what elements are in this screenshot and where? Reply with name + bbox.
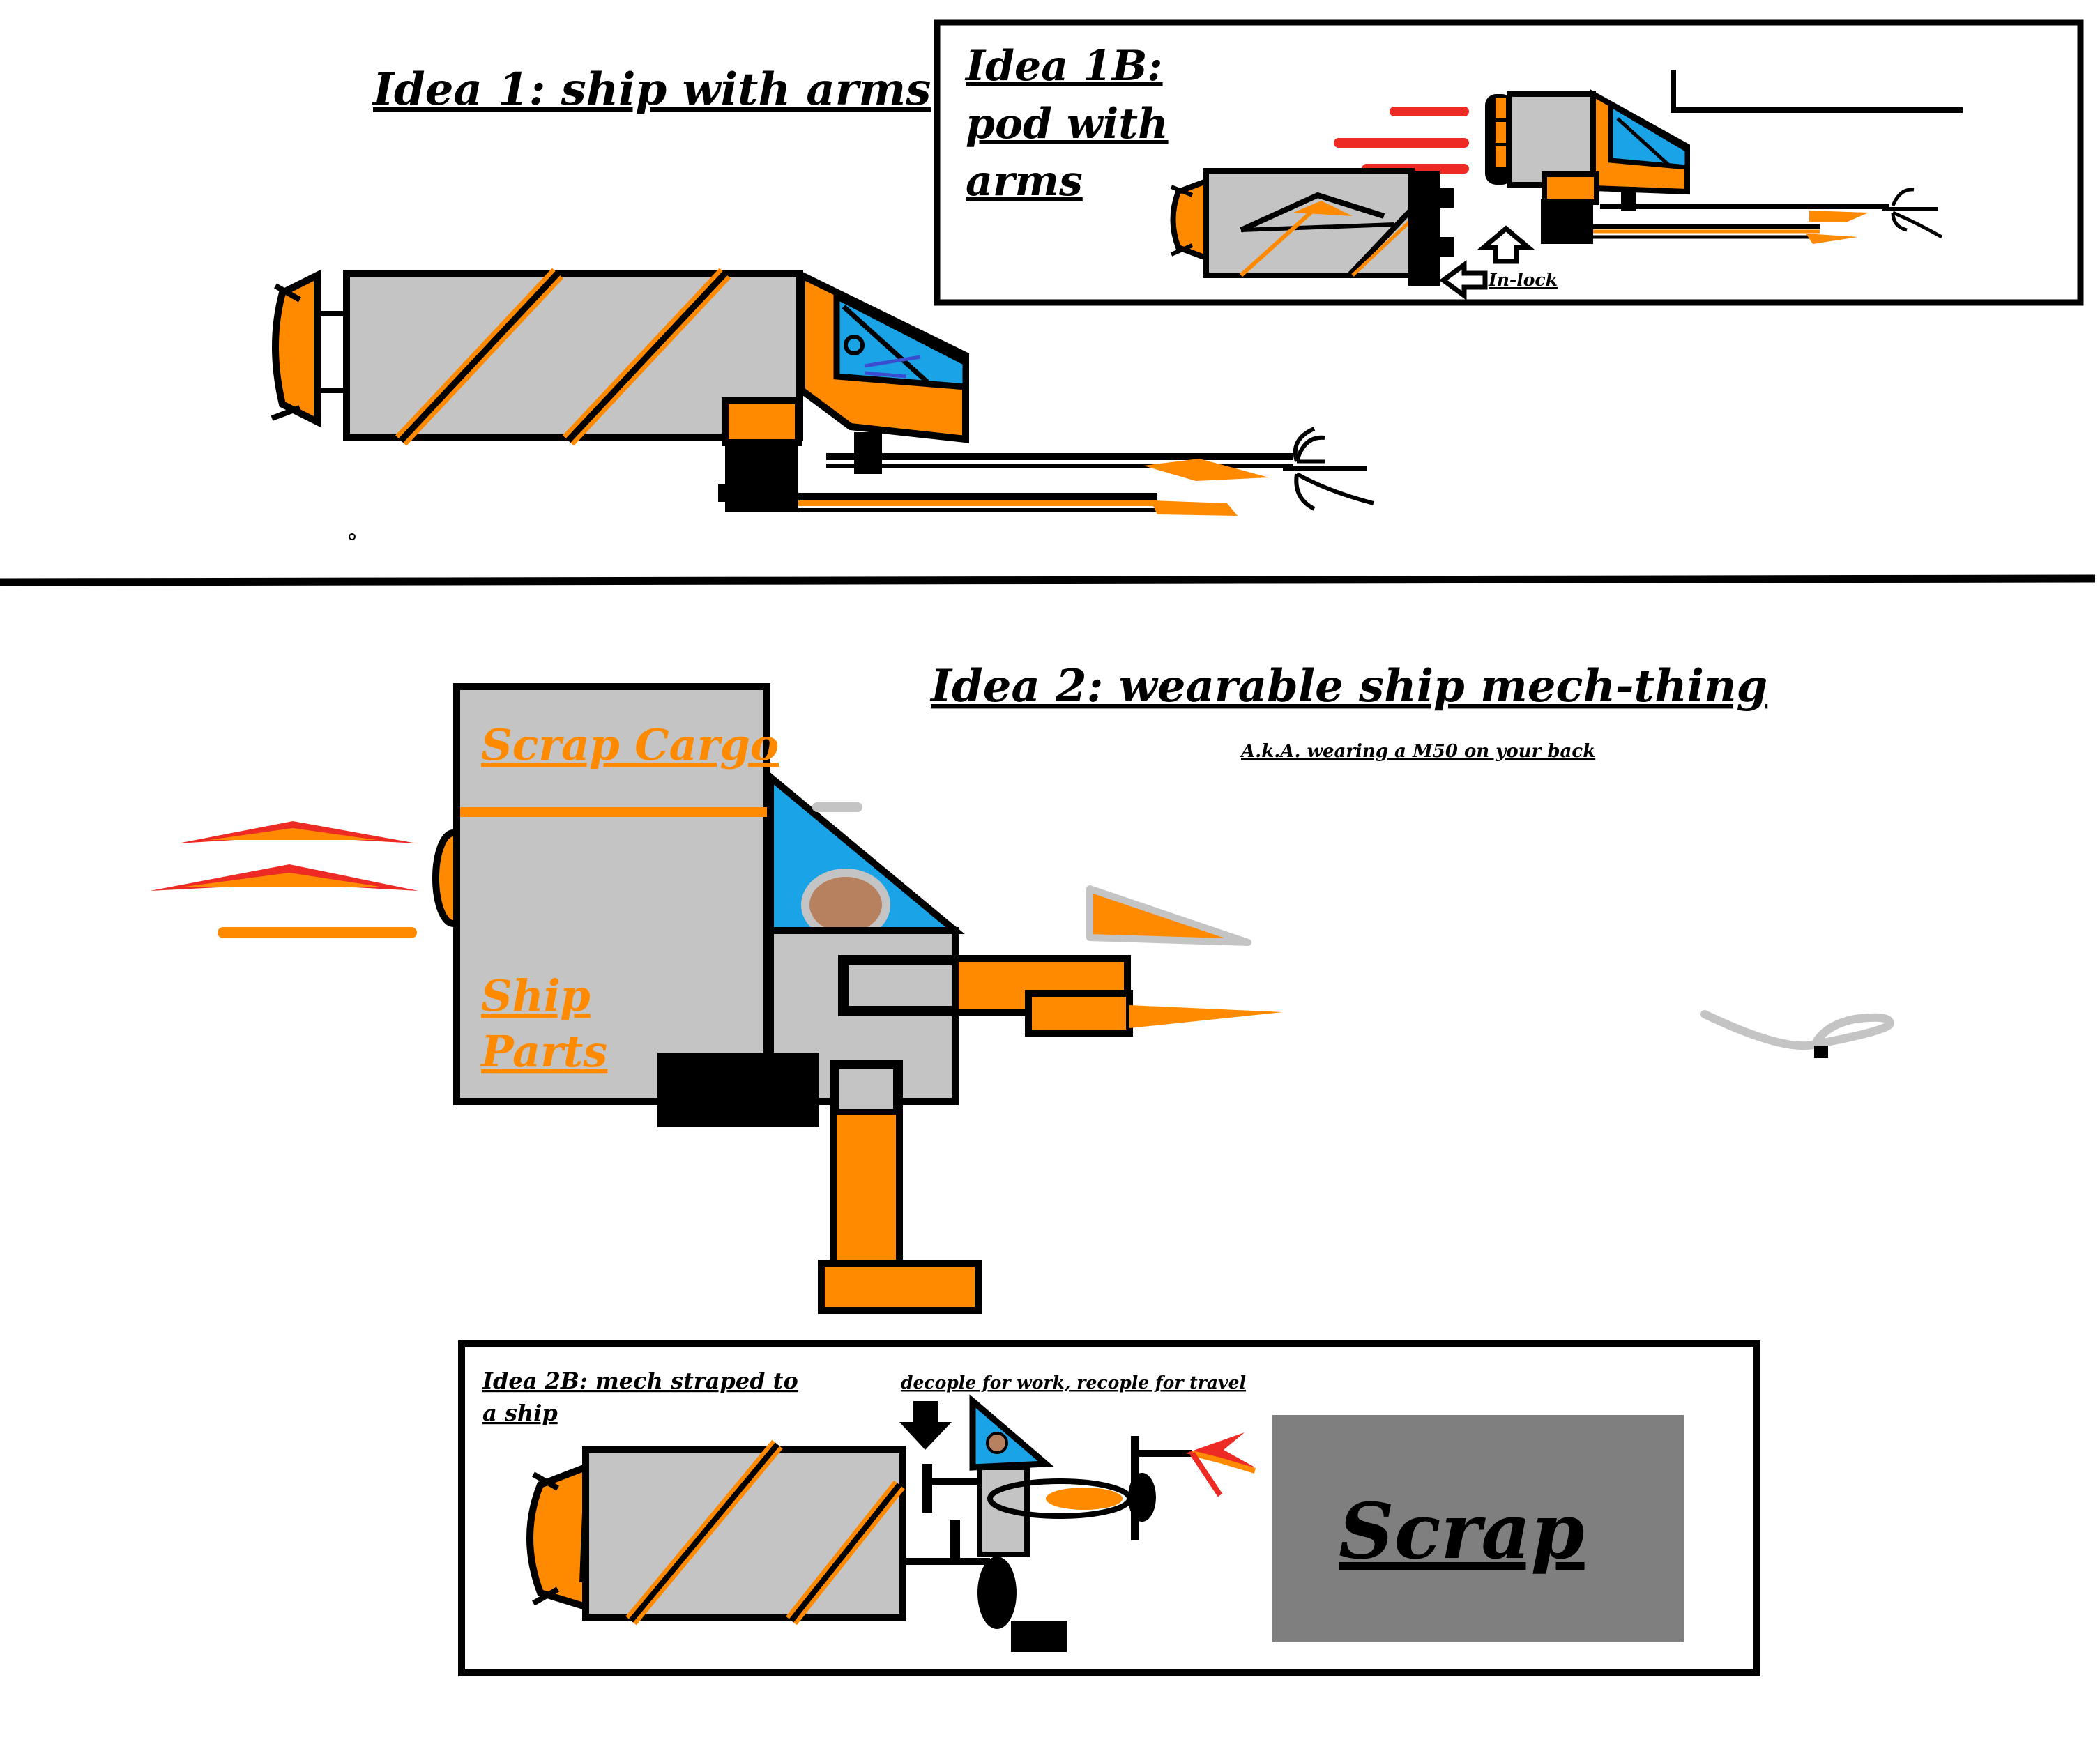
idea2b-section: Idea 2B: mech straped to a ship decople …: [458, 1340, 1760, 1676]
idea1b-pod-engine: [1170, 177, 1209, 262]
idea2-parts-label-line2: Parts: [480, 1026, 607, 1077]
up-arrow-icon: [1477, 225, 1535, 264]
down-arrow-icon: [899, 1401, 952, 1450]
idea2-section: Idea 2: wearable ship mech-thing A.k.A. …: [150, 660, 1894, 1314]
idea1-arm-module: [722, 397, 802, 446]
idea2b-scrap-label: Scrap: [1339, 1486, 1585, 1576]
idea1-canopy: [833, 291, 969, 390]
idea1b-title-line3: arms: [966, 157, 1083, 206]
idea2-cargo-label: Scrap Cargo: [481, 719, 779, 770]
idea1b-pod: [1170, 168, 1454, 286]
idea2-thruster-flames: [150, 821, 418, 938]
idea2-title: Idea 2: wearable ship mech-thing: [929, 660, 1767, 712]
idea2b-mech-flame: [1185, 1432, 1255, 1467]
idea1b-frame: [934, 19, 2084, 306]
idea1b-title-line2: pod with: [966, 100, 1169, 148]
idea1b-corner-line: [1671, 70, 1963, 113]
idea2-muzzle-flame: [1129, 1005, 1283, 1028]
idea1-engine-bell: [272, 269, 321, 428]
section-divider: [0, 574, 2096, 586]
idea1-flame-lower: [1150, 500, 1238, 516]
idea2b-title-line1: Idea 2B: mech straped to: [482, 1368, 798, 1394]
idea1-title: Idea 1: ship with arms: [372, 63, 931, 116]
idea1b-ship-canopy: [1608, 100, 1690, 170]
idea1-section: Idea 1: ship with arms: [271, 63, 1374, 540]
idea2-subtitle: A.k.A. wearing a M50 on your back: [1239, 741, 1595, 762]
idea2b-note: decople for work, recople for travel: [901, 1372, 1246, 1393]
left-arrow-icon: [1439, 260, 1488, 300]
idea1b-ship: [1485, 89, 1943, 244]
idea2-scribble: [1700, 1010, 1894, 1050]
idea1b-ship-hull: [1507, 91, 1596, 188]
idea1-ship: [271, 268, 1374, 516]
idea1-flame-upper: [1143, 459, 1269, 481]
idea2b-docking-clamp: [906, 1464, 990, 1565]
idea2-fin: [1086, 885, 1251, 946]
idea1b-lock-label: In-lock: [1488, 270, 1558, 290]
idea1b-lock-arrows: [1439, 225, 1535, 300]
idea2b-mech: [969, 1394, 1256, 1652]
idea2-parts-label-line1: Ship: [481, 970, 591, 1021]
idea2b-title-line2: a ship: [482, 1400, 558, 1426]
idea2b-scrap-block: [1272, 1415, 1684, 1642]
idea2b-mech-helmet: [969, 1394, 1054, 1471]
idea2-cargo-box: [453, 683, 770, 1105]
idea2-foot: [818, 1260, 982, 1314]
idea2b-ship: [526, 1439, 906, 1626]
idea2b-frame: [458, 1340, 1760, 1676]
idea1-claw: [1283, 427, 1374, 511]
idea2-waist: [657, 1053, 819, 1127]
idea1b-section: Idea 1B: pod with arms: [934, 19, 2084, 306]
idea1b-title-line1: Idea 1B:: [964, 42, 1163, 91]
idea1b-thrust-lines: [1334, 107, 1469, 174]
